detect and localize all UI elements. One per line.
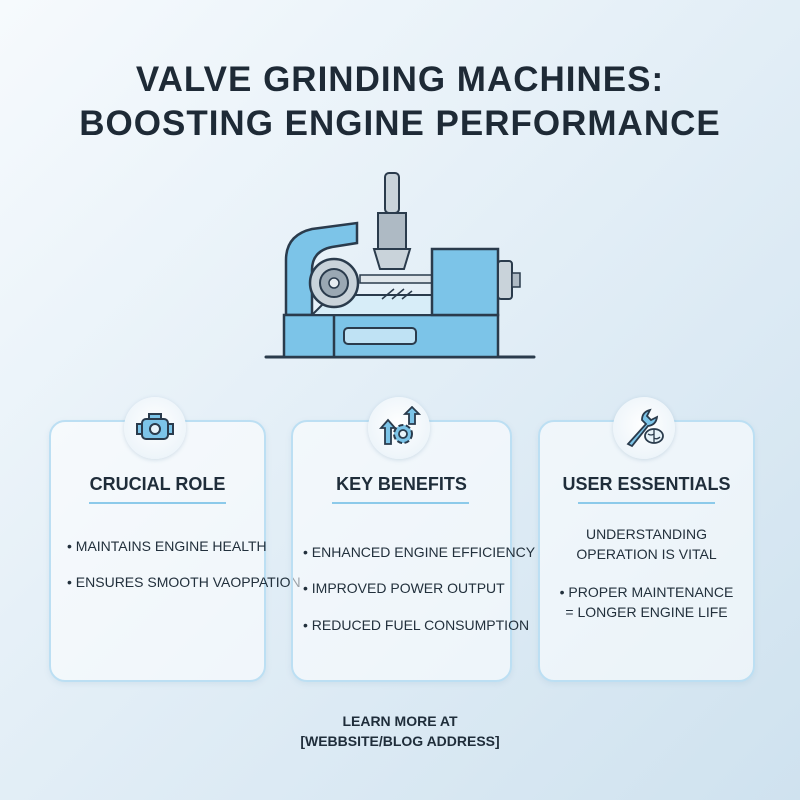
wrench-brain-icon	[613, 397, 675, 459]
gear-arrows-icon	[368, 397, 430, 459]
page-title: VALVE GRINDING MACHINES: BOOSTING ENGINE…	[0, 58, 800, 146]
statement-line: OPERATION IS VITAL	[576, 546, 717, 562]
title-underline	[578, 502, 715, 504]
list-item: • ENHANCED ENGINE EFFICIENCY	[303, 544, 536, 560]
list-item: • ENSURES SMOOTH VAOPPATION	[67, 574, 301, 590]
essentials-bullet: • PROPER MAINTENANCE = LONGER ENGINE LIF…	[540, 582, 753, 622]
title-line-1: VALVE GRINDING MACHINES:	[135, 60, 665, 99]
title-line-2: BOOSTING ENGINE PERFORMANCE	[79, 104, 721, 143]
list-item: • MAINTAINS ENGINE HEALTH	[67, 538, 267, 554]
list-item: • PROPER MAINTENANCE	[559, 584, 734, 600]
footer-line: LEARN MORE AT	[342, 713, 458, 729]
card-user-essentials: USER ESSENTIALS UNDERSTANDING OPERATION …	[538, 420, 755, 682]
statement-line: UNDERSTANDING	[585, 526, 708, 542]
card-crucial-role: CRUCIAL ROLE • MAINTAINS ENGINE HEALTH •…	[49, 420, 301, 682]
valve-grinding-machine-illustration	[264, 172, 536, 359]
card-key-benefits: KEY BENEFITS • ENHANCED ENGINE EFFICIENC…	[291, 420, 535, 682]
list-item: • REDUCED FUEL CONSUMPTION	[303, 617, 530, 633]
title-underline	[332, 502, 469, 504]
footer-cta: LEARN MORE AT [WEBBSITE/BLOG ADDRESS]	[0, 711, 800, 751]
essentials-statement: UNDERSTANDING OPERATION IS VITAL	[540, 524, 753, 564]
card-title: KEY BENEFITS	[336, 474, 467, 494]
list-item: • IMPROVED POWER OUTPUT	[303, 580, 505, 596]
card-title: USER ESSENTIALS	[562, 474, 731, 494]
engine-icon	[124, 397, 186, 459]
title-underline	[89, 502, 226, 504]
card-title: CRUCIAL ROLE	[89, 474, 226, 494]
website-link[interactable]: [WEBBSITE/BLOG ADDRESS]	[300, 733, 500, 749]
list-item: = LONGER ENGINE LIFE	[565, 604, 728, 620]
